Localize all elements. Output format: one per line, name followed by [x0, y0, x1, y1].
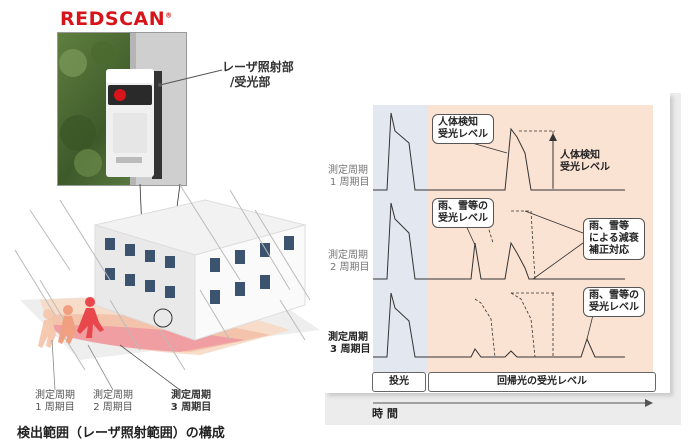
detection-scene — [14, 69, 320, 391]
cycle-2-leader — [87, 344, 114, 391]
person-cycle-2 — [58, 305, 76, 344]
time-axis-arrowhead — [645, 399, 653, 407]
chart-row-3-line2: 3 周期目 — [330, 344, 371, 355]
row-1-level-arrowhead — [549, 133, 557, 141]
cycle-3-leader — [119, 344, 181, 391]
device-photo — [57, 32, 187, 186]
scene-cycle-1-line2: 1 周期目 — [35, 402, 75, 413]
human-detection-bubble: 人体検知 受光レベル — [432, 114, 494, 144]
row-2-signal — [373, 202, 625, 280]
human-level-line2: 受光レベル — [560, 162, 610, 173]
laser-unit-callout: レーザ照射部 /受光部 — [222, 60, 294, 90]
callout-line-2: /受光部 — [230, 75, 271, 89]
scene-cycle-3-line1: 測定周期 — [171, 390, 211, 401]
chart-row-3-line1: 測定周期 — [328, 332, 368, 343]
scene-cycle-3-line2: 3 周期目 — [170, 402, 212, 413]
building-windows — [105, 236, 294, 304]
chart-row-1-line2: 1 周期目 — [330, 177, 370, 188]
scene-caption: 検出範囲（レーザ照射範囲）の構成 — [17, 426, 225, 441]
correction-leader-1 — [524, 210, 584, 234]
rain-level-bubble-row-3: 雨、雪等の 受光レベル — [583, 287, 645, 317]
rain-bubble-3-line2: 受光レベル — [589, 302, 639, 313]
person-cycle-1 — [38, 309, 56, 348]
row-3-corrected-peak-1 — [474, 298, 496, 358]
callout-leader-line — [159, 69, 223, 86]
scene-cycle-2-line1: 測定周期 — [93, 390, 133, 401]
scene-cycle-3-label: 測定周期 3 周期目 — [164, 390, 218, 414]
row-1-signal — [373, 112, 625, 191]
rain-bubble-2-line2: 受光レベル — [438, 213, 488, 224]
row-3-bubble-leader — [586, 314, 594, 340]
rain-bubble-2-line1: 雨、雪等の — [438, 201, 488, 212]
cycle-1-leader — [51, 339, 56, 391]
person-cycle-3 — [77, 297, 104, 338]
registered-mark: ® — [165, 11, 173, 20]
chart-row-1-label: 測定周期 1 周期目 — [328, 165, 370, 189]
row-2-corrected-peak-2 — [511, 210, 536, 280]
attenuation-correction-bubble: 雨、雪等 による減衰 補正対応 — [583, 218, 645, 260]
human-bubble-line2: 受光レベル — [438, 129, 488, 140]
scene-cycle-1-line1: 測定周期 — [35, 390, 75, 401]
human-level-line1: 人体検知 — [560, 150, 600, 161]
chart-row-2-line2: 2 周期目 — [330, 262, 370, 273]
zone-cycle-3 — [50, 325, 245, 352]
chart-row-2-label: 測定周期 2 周期目 — [328, 250, 370, 274]
time-axis-label: 時 間 — [372, 407, 398, 420]
chart-row-1-line1: 測定周期 — [328, 165, 368, 176]
callout-anchor-dot — [158, 83, 162, 87]
correction-leader-2 — [532, 242, 584, 280]
chart-row-3-label: 測定周期 3 周期目 — [328, 332, 370, 356]
row-3-signal — [373, 292, 625, 358]
scene-cycle-2-label: 測定周期 2 周期目 — [88, 390, 138, 414]
receive-legend: 回帰光の受光レベル — [428, 372, 656, 392]
callout-line-1: レーザ照射部 — [222, 60, 294, 74]
rain-bubble-3-line1: 雨、雪等の — [589, 290, 639, 301]
emit-band — [373, 105, 427, 373]
rain-level-bubble-row-2: 雨、雪等の 受光レベル — [432, 198, 494, 228]
building-side — [194, 224, 306, 341]
sensor-position-circle — [153, 308, 173, 328]
chart-row-2-line1: 測定周期 — [328, 250, 368, 261]
human-level-label: 人体検知 受光レベル — [560, 150, 610, 174]
correction-line3: 補正対応 — [589, 245, 629, 256]
human-bubble-line1: 人体検知 — [438, 117, 478, 128]
correction-line2: による減衰 — [589, 233, 639, 244]
correction-line1: 雨、雪等 — [589, 221, 629, 232]
scene-cycle-1-label: 測定周期 1 周期目 — [30, 390, 80, 414]
device-photo-illustration — [58, 33, 186, 185]
logo-text: REDSCAN — [60, 8, 166, 30]
emit-legend: 投光 — [372, 372, 426, 392]
row-3-corrected-peak-2 — [510, 292, 536, 358]
redscan-logo: REDSCAN® — [60, 8, 173, 30]
scene-cycle-2-line2: 2 周期目 — [93, 402, 133, 413]
